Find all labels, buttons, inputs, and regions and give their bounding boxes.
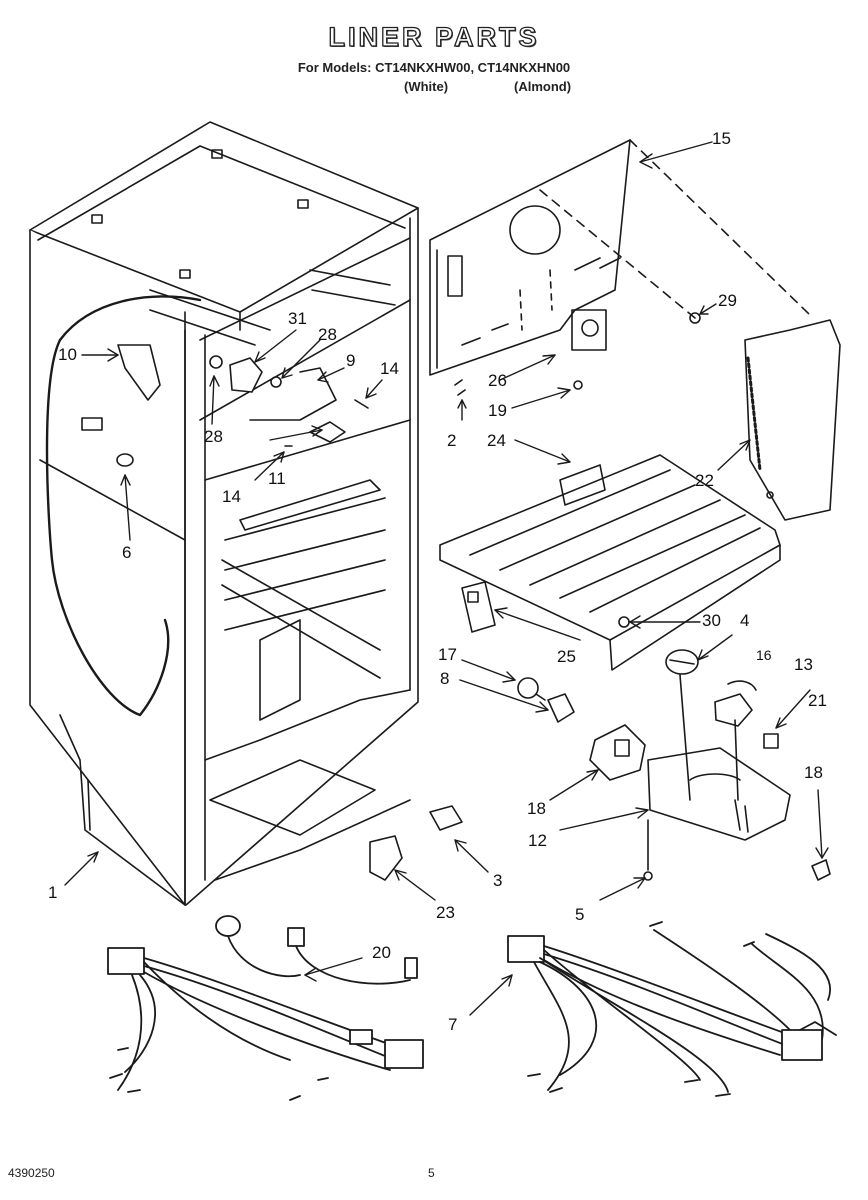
evaporator-cover — [439, 454, 781, 671]
callout-18: 18 — [527, 799, 546, 818]
thermostat-and-bracket-parts — [81, 344, 369, 467]
callout-16: 15 — [712, 129, 731, 148]
callout-22: 21 — [808, 691, 827, 710]
callout-leaders — [64, 141, 829, 1016]
control-housing — [744, 319, 841, 521]
callout-1: 1 — [48, 883, 58, 902]
callout-23: 22 — [695, 471, 714, 490]
callout-20: 19 — [488, 401, 507, 420]
liner-cabinet — [29, 121, 419, 906]
callout-28-top: 28 — [318, 325, 337, 344]
callout-25: 24 — [487, 431, 506, 450]
callout-19: 18 — [804, 763, 823, 782]
callout-14-right: 14 — [380, 359, 399, 378]
callout-9: 9 — [346, 351, 356, 370]
callout-7: 7 — [448, 1015, 458, 1034]
color-variant-white: (White) — [404, 79, 449, 94]
callout-3: 3 — [493, 871, 503, 890]
callout-24: 23 — [436, 903, 455, 922]
small-parts — [369, 581, 831, 881]
callout-30: 31 — [288, 309, 307, 328]
color-variant-almond: (Almond) — [514, 79, 572, 94]
back-panel — [429, 139, 811, 396]
callout-4: 4 — [740, 611, 750, 630]
callout-29: 29 — [718, 291, 737, 310]
callout-26: 25 — [557, 647, 576, 666]
callout-8: 8 — [440, 669, 450, 688]
callout-14-left: 14 — [222, 487, 241, 506]
page-number: 5 — [428, 1166, 435, 1180]
callout-12: 12 — [528, 831, 547, 850]
callout-5: 5 — [575, 905, 585, 924]
wire-harness-21 — [107, 915, 424, 1101]
callout-10: 10 — [58, 345, 77, 364]
page-title: LINER PARTS — [328, 21, 540, 52]
callout-28-left: 28 — [204, 427, 223, 446]
callout-15: 16 — [756, 647, 772, 663]
document-number: 4390250 — [8, 1166, 55, 1180]
callout-21: 20 — [372, 943, 391, 962]
callout-31: 30 — [702, 611, 721, 630]
callout-2: 2 — [447, 431, 457, 450]
callout-17: 17 — [438, 645, 457, 664]
wire-harness-7 — [507, 921, 837, 1097]
callout-13: 13 — [794, 655, 813, 674]
callout-11: 11 — [268, 469, 286, 488]
callout-27: 26 — [488, 371, 507, 390]
callout-6: 6 — [122, 543, 132, 562]
model-numbers: For Models: CT14NKXHW00, CT14NKXHN00 — [297, 60, 571, 75]
